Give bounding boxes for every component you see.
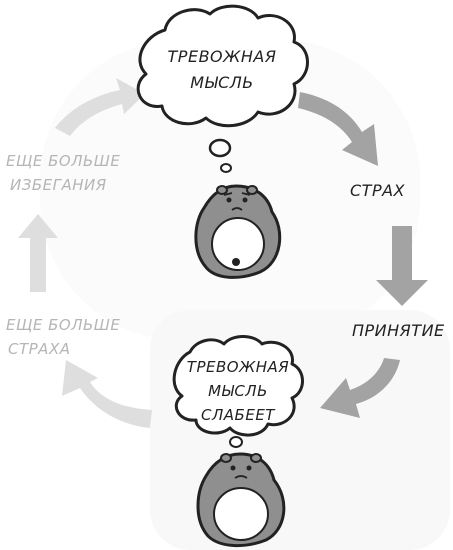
acceptance-label: ПРИНЯТИЕ bbox=[352, 321, 445, 340]
bottom-thought-line2: МЫСЛЬ bbox=[208, 382, 268, 400]
fear-label: СТРАХ bbox=[350, 181, 406, 200]
top-thought-cloud: ТРЕВОЖНАЯ МЫСЛЬ bbox=[136, 4, 309, 128]
top-thought-line1: ТРЕВОЖНАЯ bbox=[168, 47, 277, 66]
more-fear-line1: ЕЩЕ БОЛЬШЕ bbox=[6, 316, 120, 334]
bottom-thought-cloud: ТРЕВОЖНАЯ МЫСЛЬ СЛАБЕЕТ bbox=[172, 335, 304, 437]
arrow-icon bbox=[320, 358, 400, 418]
top-hamster bbox=[194, 184, 282, 279]
bottom-thought-line1: ТРЕВОЖНАЯ bbox=[187, 358, 289, 376]
more-avoidance-line2: ИЗБЕГАНИЯ bbox=[10, 176, 107, 194]
arrow-icon bbox=[18, 214, 58, 292]
arrow-icon bbox=[376, 226, 428, 306]
more-avoidance-line1: ЕЩЕ БОЛЬШЕ bbox=[6, 152, 120, 170]
thought-bubble-icon bbox=[208, 138, 232, 173]
more-fear-line2: СТРАХА bbox=[8, 340, 70, 358]
bottom-hamster bbox=[196, 452, 286, 548]
top-thought-line2: МЫСЛЬ bbox=[190, 73, 254, 92]
cloud-icon bbox=[172, 335, 304, 437]
arrow-icon bbox=[298, 92, 378, 166]
thought-bubble-icon bbox=[229, 436, 243, 448]
bottom-thought-line3: СЛАБЕЕТ bbox=[201, 406, 276, 424]
arrow-icon bbox=[55, 78, 145, 136]
arrow-icon bbox=[62, 360, 152, 428]
cloud-icon bbox=[136, 4, 309, 128]
